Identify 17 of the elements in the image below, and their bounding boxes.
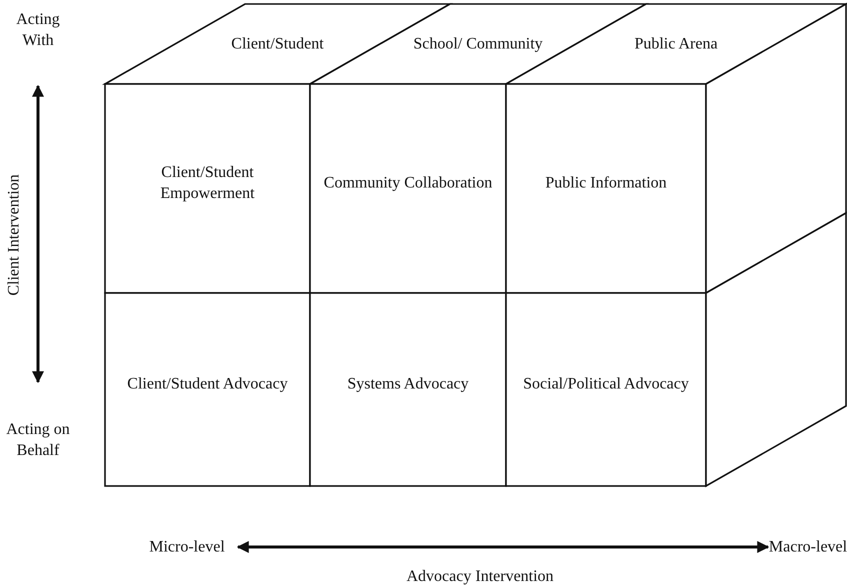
axis-end-label: Micro-level xyxy=(148,538,226,558)
cell-label: Client/Student Empowerment xyxy=(159,162,256,204)
cell-label: Client/Student xyxy=(230,34,325,54)
double-arrow xyxy=(32,84,44,384)
double-arrow xyxy=(236,541,770,553)
cell-label: Public Information xyxy=(544,173,668,193)
cell-label: Systems Advocacy xyxy=(346,374,470,394)
cell-label: Social/Political Advocacy xyxy=(522,374,690,394)
cell-label: Client/Student Advocacy xyxy=(126,374,289,394)
axis-label: Advocacy Intervention xyxy=(406,567,554,587)
axis-label: Client Intervention xyxy=(4,174,24,296)
cell-label: Public Arena xyxy=(633,34,719,54)
axis-end-label: Macro-level xyxy=(768,538,847,558)
axis-end-label: Acting on Behalf xyxy=(5,420,71,461)
cell-label: School/ Community xyxy=(412,34,544,54)
cell-label: Community Collaboration xyxy=(323,173,493,193)
axis-end-label: Acting With xyxy=(15,10,61,51)
